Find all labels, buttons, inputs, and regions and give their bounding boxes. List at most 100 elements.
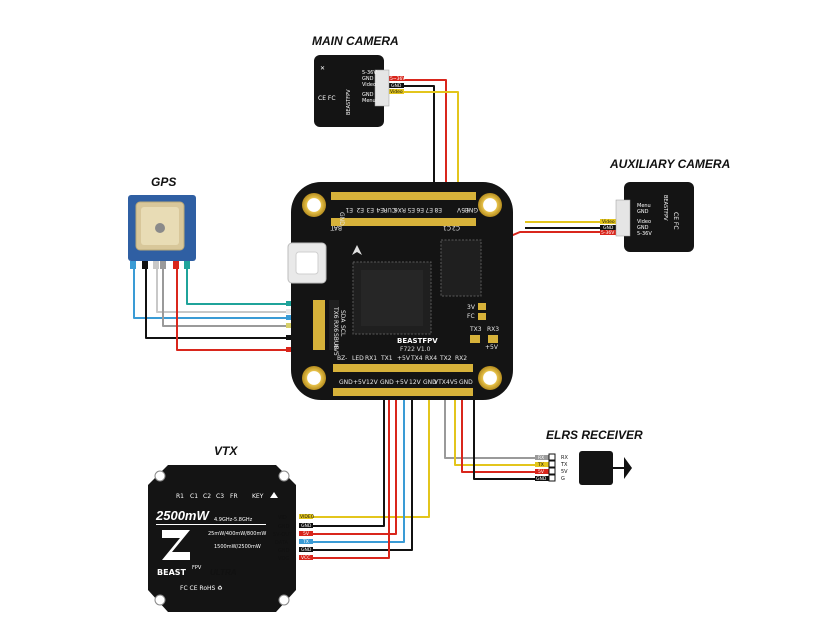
gps-module <box>128 195 196 269</box>
elrs-pin-5v: 5V <box>561 469 568 475</box>
top-pad-5v: +5V <box>456 206 470 213</box>
elrs-tag-5v: 5V <box>538 469 545 475</box>
aux-cam-pin-1: Menu <box>637 203 651 209</box>
main-cam-pin-5: Menu <box>362 98 376 104</box>
main-camera-logo-mark: ✕ <box>320 65 325 72</box>
vtx-freq: 4.9GHz-5.8GHz <box>214 517 253 523</box>
gps-wire-red <box>176 268 296 351</box>
bottom-pad-5v2: +5V <box>395 379 409 386</box>
left-pads <box>313 300 339 350</box>
bottom-label-tx1: TX1 <box>380 355 393 362</box>
bottom-pad-12v2: 12V <box>409 379 422 386</box>
elrs-wire-red <box>461 398 548 473</box>
vtx-tag-tx: TX <box>302 539 309 545</box>
top-pad-c1: C1 <box>443 224 451 231</box>
aux-cam-tag-gnd: GND <box>603 225 614 231</box>
main-cam-pin-3: Video <box>362 82 376 88</box>
gps-antenna-icon <box>155 223 165 233</box>
left-pad-scl: SCL <box>339 325 346 337</box>
aux-cam-pin-5: 5-36V <box>637 231 652 237</box>
vtx-tag-video: VIDEO <box>300 514 315 520</box>
vtx-hole-bl <box>154 594 166 606</box>
bottom-label-rx1: RX1 <box>365 355 377 362</box>
main-cam-wire-yellow <box>396 91 459 210</box>
vtx-brand-2: FPV <box>192 565 202 571</box>
top-pad-gnd2: GND <box>464 206 478 213</box>
elrs-title: ELRS RECEIVER <box>546 428 643 442</box>
top-pads <box>331 192 476 226</box>
right-pad-3v: 3V <box>467 304 476 311</box>
bottom-label-led: LED <box>352 355 364 362</box>
vtx-wire-red1 <box>300 398 397 535</box>
left-pad-rx6: RX6 <box>332 320 339 332</box>
vtx-wire-yellow <box>300 398 430 518</box>
vtx-pin-gnd2: GND <box>278 548 290 554</box>
vtx-power-2: 1500mW/2500mW <box>214 544 261 550</box>
gps-wire-black <box>145 268 296 339</box>
top-pad-cur: CUR <box>383 206 396 213</box>
main-cam-tag-power: 5~36V <box>390 76 406 82</box>
top-pad-e8: E8 <box>434 206 442 213</box>
elrs-tag-rx: RX <box>538 455 544 461</box>
right-pads <box>470 303 498 343</box>
vtx-btn-c1: C1 <box>190 493 198 500</box>
aux-cam-wire-red <box>505 231 615 239</box>
bottom-pad-gnd4: GND <box>459 379 473 386</box>
main-camera-title: MAIN CAMERA <box>312 34 399 48</box>
fc-brand: BEASTFPV <box>397 337 438 345</box>
right-pad-fc: FC <box>467 313 475 320</box>
top-pad-e6: E6 <box>416 206 424 213</box>
top-pad-e4: E4 <box>376 206 384 213</box>
vtx-ultra: ULTRA <box>210 568 237 577</box>
elrs-wire-yellow <box>454 398 548 466</box>
bottom-pad-5v: +5V <box>353 379 367 386</box>
mount-hole-tr <box>478 193 502 217</box>
elrs-wire-black <box>473 398 548 480</box>
vtx-pin-vid: VID <box>278 515 287 521</box>
elrs-pin-rx: RX <box>561 455 568 461</box>
main-cam-pin-2: GND <box>362 76 374 82</box>
aux-cam-pin-3: Video <box>637 219 651 225</box>
main-camera-brand: BEASTFPV <box>346 89 352 115</box>
gyro-chip <box>440 239 482 297</box>
aux-camera: Menu GND Video GND 5-36V BEASTFPV CE FC <box>615 182 694 252</box>
beast-logo-icon <box>352 245 362 255</box>
vtx-pin-gnd: GND <box>278 524 290 530</box>
main-camera-ce-mark: CE FC <box>318 95 336 102</box>
left-pad-4v5: 4V5 <box>332 344 339 356</box>
top-pad-bat: BAT <box>330 224 342 231</box>
vtx-module: R1 C1 C2 C3 FR KEY 2500mW 4.9GHz-5.8GHz … <box>49 465 296 612</box>
vtx-pin-5vout: 5V-OUT <box>273 532 293 538</box>
elrs-receiver: RX TX 5V G <box>548 451 632 485</box>
vtx-hole-tl <box>154 470 166 482</box>
gps-title: GPS <box>151 175 176 189</box>
vtx-title: VTX <box>214 444 238 458</box>
vtx-pin-vdg: VDG <box>278 556 289 562</box>
vtx-btn-c2: C2 <box>203 493 211 500</box>
bottom-pad-gnd2: GND <box>380 379 394 386</box>
bottom-label-tx2: TX2 <box>439 355 452 362</box>
bottom-label-tx4: TX4 <box>410 355 423 362</box>
bottom-pad-gnd3: GND <box>423 379 437 386</box>
left-pad-sbus: SBUS <box>332 333 339 349</box>
aux-camera-title: AUXILIARY CAMERA <box>609 157 730 171</box>
vtx-key-arrow-icon <box>270 492 278 498</box>
main-cam-wire-red <box>396 79 447 210</box>
vtx-wire-red2 <box>300 398 390 559</box>
vtx-hole-tr <box>278 470 290 482</box>
main-cam-pin-4: GND <box>362 92 374 98</box>
vtx-cert-mark: FC CE RoHS ♻ <box>180 585 223 592</box>
fc-model: F722 V1.0 <box>400 346 431 353</box>
elrs-tag-gnd: GND <box>536 476 547 482</box>
vtx-brand: BEAST <box>157 568 187 577</box>
top-pad-e7: E7 <box>425 206 433 213</box>
gps-wire-white <box>156 268 296 313</box>
mount-hole-bl <box>302 366 326 390</box>
vtx-btn-c3: C3 <box>216 493 224 500</box>
right-pad-5v: +5V <box>485 344 499 351</box>
top-pad-e3: E3 <box>366 206 374 213</box>
top-pad-rx6: RX6 <box>394 206 406 213</box>
mount-hole-tl <box>302 193 326 217</box>
mount-hole-br <box>478 366 502 390</box>
